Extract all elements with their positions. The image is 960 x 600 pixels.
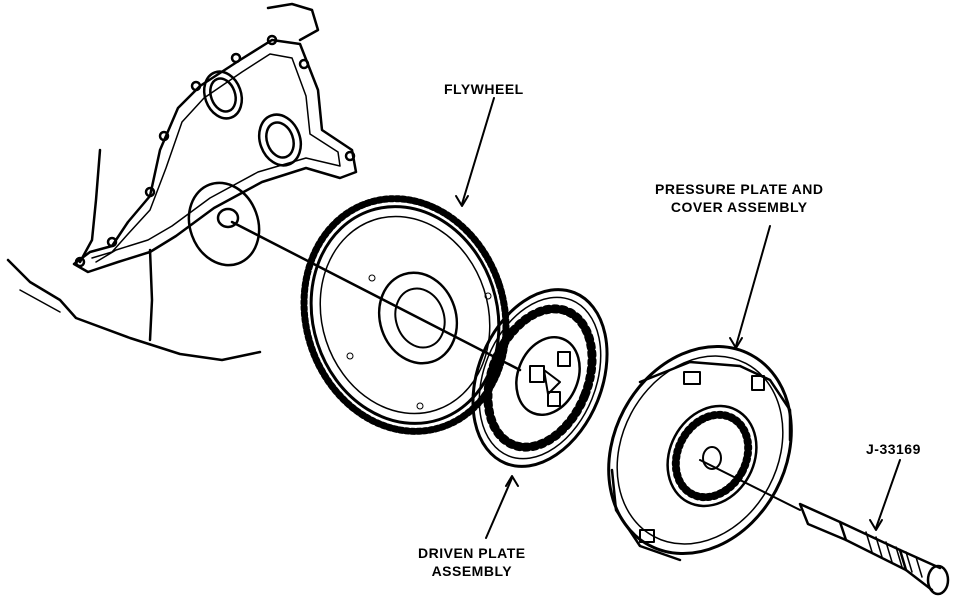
leader-pressure-plate — [735, 225, 771, 347]
leader-flywheel — [461, 97, 495, 205]
flywheel — [300, 195, 510, 435]
flywheel-label: FLYWHEEL — [444, 80, 524, 98]
driven-plate-label-line1: DRIVEN PLATE — [418, 545, 526, 561]
leader-lines — [455, 97, 901, 539]
engine-block — [6, 2, 358, 362]
leader-driven-plate — [485, 477, 513, 539]
leader-tool — [875, 459, 901, 529]
pressure-plate-label-line1: PRESSURE PLATE AND — [655, 181, 824, 197]
assembly-axis-line — [230, 220, 522, 372]
leader-driven-plate-arrow — [505, 475, 519, 487]
driven-plate-assembly — [471, 288, 609, 468]
leader-pressure-plate-arrow — [729, 337, 743, 349]
leader-flywheel-arrow — [455, 195, 469, 207]
driven-plate-label: DRIVEN PLATE ASSEMBLY — [418, 544, 526, 580]
driven-plate-label-line2: ASSEMBLY — [431, 563, 513, 579]
pressure-plate-cover-assembly — [607, 344, 793, 562]
tool-label-text: J-33169 — [866, 441, 921, 457]
tool-label: J-33169 — [866, 440, 921, 458]
alignment-tool — [798, 502, 950, 596]
pressure-plate-label: PRESSURE PLATE AND COVER ASSEMBLY — [655, 180, 823, 216]
pressure-plate-label-line2: COVER ASSEMBLY — [670, 199, 808, 215]
leader-tool-arrow — [869, 519, 883, 531]
flywheel-label-text: FLYWHEEL — [444, 81, 524, 97]
